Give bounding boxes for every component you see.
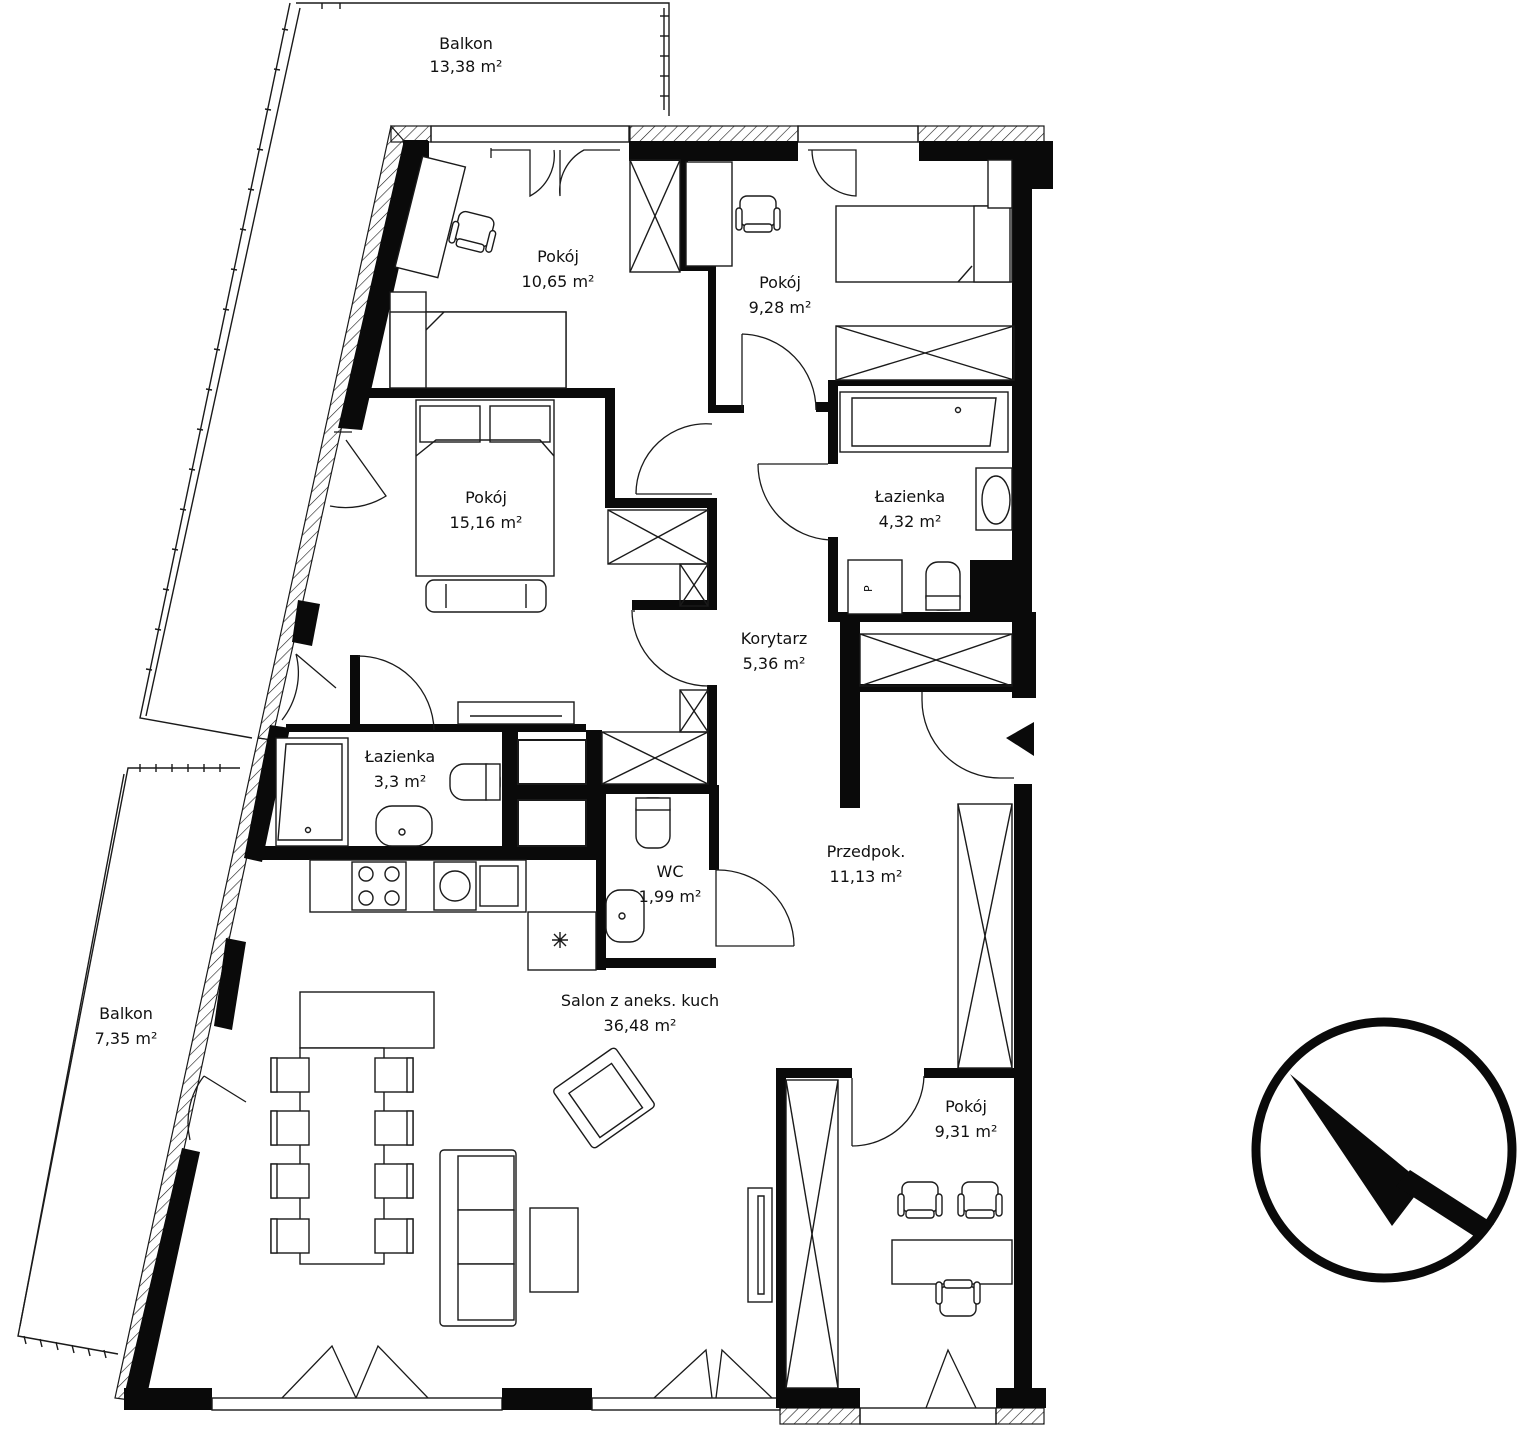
compass-ring (1251, 1017, 1517, 1283)
salon-area: 36,48 m² (604, 1016, 677, 1035)
furniture: P (270, 155, 1013, 1327)
balcony-left: Balkon 7,35 m² (17, 764, 240, 1359)
tv (747, 1187, 773, 1303)
door-room-1065 (635, 423, 713, 495)
balcony-top: Balkon 13,38 m² (139, 2, 670, 739)
balkon-top-name: Balkon (439, 34, 493, 53)
wardrobe-corridor (859, 633, 1013, 687)
lazienka-33-name: Łazienka (364, 747, 435, 766)
kitchen-counter (309, 859, 597, 971)
salon-name: Salon z aneks. kuch (561, 991, 719, 1010)
wardrobe-room-1516 (607, 509, 709, 607)
doors (187, 148, 1014, 1409)
entrance-arrow-icon (1006, 722, 1034, 756)
double-bed-1516 (415, 399, 555, 613)
armchair (553, 1047, 655, 1149)
bed-1065 (389, 291, 567, 389)
pokoj-931-area: 9,31 m² (935, 1122, 998, 1141)
przedpok-area: 11,13 m² (830, 867, 903, 886)
pokoj-1516-area: 15,16 m² (450, 513, 523, 532)
pokoj-1065-area: 10,65 m² (522, 272, 595, 291)
lazienka-432-area: 4,32 m² (879, 512, 942, 531)
wardrobe-top-left (629, 159, 681, 273)
desk-931 (891, 1239, 1013, 1285)
toilet-33 (449, 763, 501, 801)
wardrobe-room-928 (835, 325, 1015, 381)
bathtub-432 (839, 391, 1009, 453)
balkon-top-area: 13,38 m² (430, 57, 503, 76)
bed-928 (835, 159, 1013, 283)
compass (1251, 1017, 1517, 1283)
heater-label: P (862, 585, 875, 592)
pokoj-1065-name: Pokój (537, 247, 579, 266)
wardrobe-room-931 (785, 1079, 839, 1389)
bathtub-33 (275, 737, 349, 847)
toilet-432 (925, 561, 961, 611)
shaft-1 (517, 739, 587, 847)
pokoj-928-area: 9,28 m² (749, 298, 812, 317)
pokoj-931-name: Pokój (945, 1097, 987, 1116)
north-arrow-icon (1290, 1074, 1494, 1240)
lazienka-432-name: Łazienka (874, 487, 945, 506)
wardrobe-przedpok (957, 803, 1013, 1069)
balcony-left-railing (23, 764, 221, 1359)
sink-wc (605, 889, 645, 943)
balkon-left-name: Balkon (99, 1004, 153, 1023)
interior-walls (260, 141, 1016, 1408)
balcony-top-railing (145, 3, 669, 671)
coffee-table (529, 1207, 579, 1293)
korytarz-name: Korytarz (741, 629, 808, 648)
room-labels: Pokój 10,65 m² Pokój 9,28 m² Pokój 15,16… (364, 247, 998, 1141)
wc-name: WC (657, 862, 684, 881)
sink-432 (975, 467, 1013, 531)
przedpok-name: Przedpok. (827, 842, 906, 861)
dining-table (299, 991, 435, 1265)
toilet-wc (635, 797, 671, 849)
korytarz-area: 5,36 m² (743, 654, 806, 673)
balkon-left-area: 7,35 m² (95, 1029, 158, 1048)
wardrobe-hall-small (601, 689, 709, 785)
sink-33 (375, 805, 433, 847)
exterior-walls (114, 124, 1053, 1425)
desk-1065 (394, 155, 467, 279)
lazienka-33-area: 3,3 m² (374, 772, 427, 791)
wardrobes (517, 159, 1015, 1389)
wc-area: 1,99 m² (639, 887, 702, 906)
pokoj-1516-name: Pokój (465, 488, 507, 507)
sofa (439, 1149, 517, 1327)
pokoj-928-name: Pokój (759, 273, 801, 292)
